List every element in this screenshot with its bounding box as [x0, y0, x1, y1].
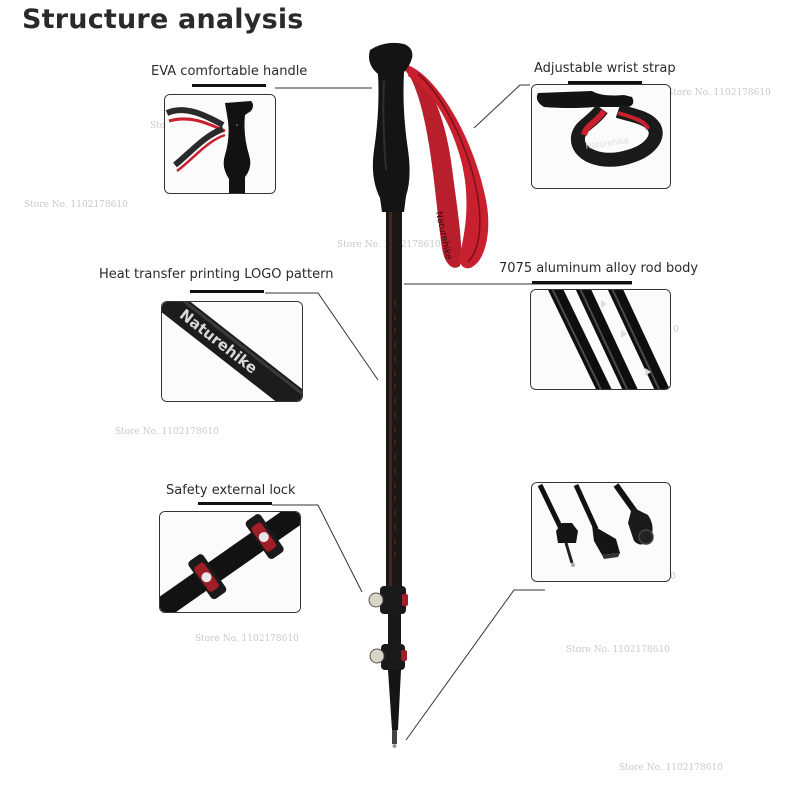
label-underline	[532, 281, 632, 284]
label-logo: Heat transfer printing LOGO pattern	[99, 267, 334, 282]
external-lock-upper	[380, 586, 406, 614]
label-underline	[192, 84, 266, 87]
watermark: Store No. 1102178610	[566, 645, 670, 655]
strap-detail-image: Naturehike	[531, 84, 671, 189]
rod-lower	[388, 670, 401, 730]
handle-detail-image	[164, 94, 276, 194]
eva-handle	[369, 42, 413, 212]
logo-detail-image: Naturehike	[161, 301, 303, 402]
watermark: Store No. 1102178610	[115, 427, 219, 437]
label-handle: EVA comfortable handle	[151, 64, 308, 79]
label-strap: Adjustable wrist strap	[534, 61, 676, 76]
rod-middle	[388, 614, 401, 650]
lock-detail-image	[159, 511, 301, 613]
label-lock: Safety external lock	[166, 483, 296, 498]
label-underline	[568, 81, 642, 84]
label-underline	[198, 502, 272, 505]
watermark: Store No. 1102178610	[619, 763, 723, 773]
watermark: Store No. 1102178610	[24, 200, 128, 210]
rod-upper	[386, 212, 402, 592]
external-lock-lower	[381, 644, 405, 670]
page-title: Structure analysis	[22, 4, 304, 35]
label-underline	[190, 290, 264, 293]
wrist-strap	[404, 64, 462, 268]
watermark: Store No. 1102178610	[195, 634, 299, 644]
watermark: Store No. 1102178610	[667, 88, 771, 98]
rod-detail-image	[530, 289, 671, 390]
label-rod: 7075 aluminum alloy rod body	[499, 261, 699, 276]
tips-detail-image	[531, 482, 671, 582]
